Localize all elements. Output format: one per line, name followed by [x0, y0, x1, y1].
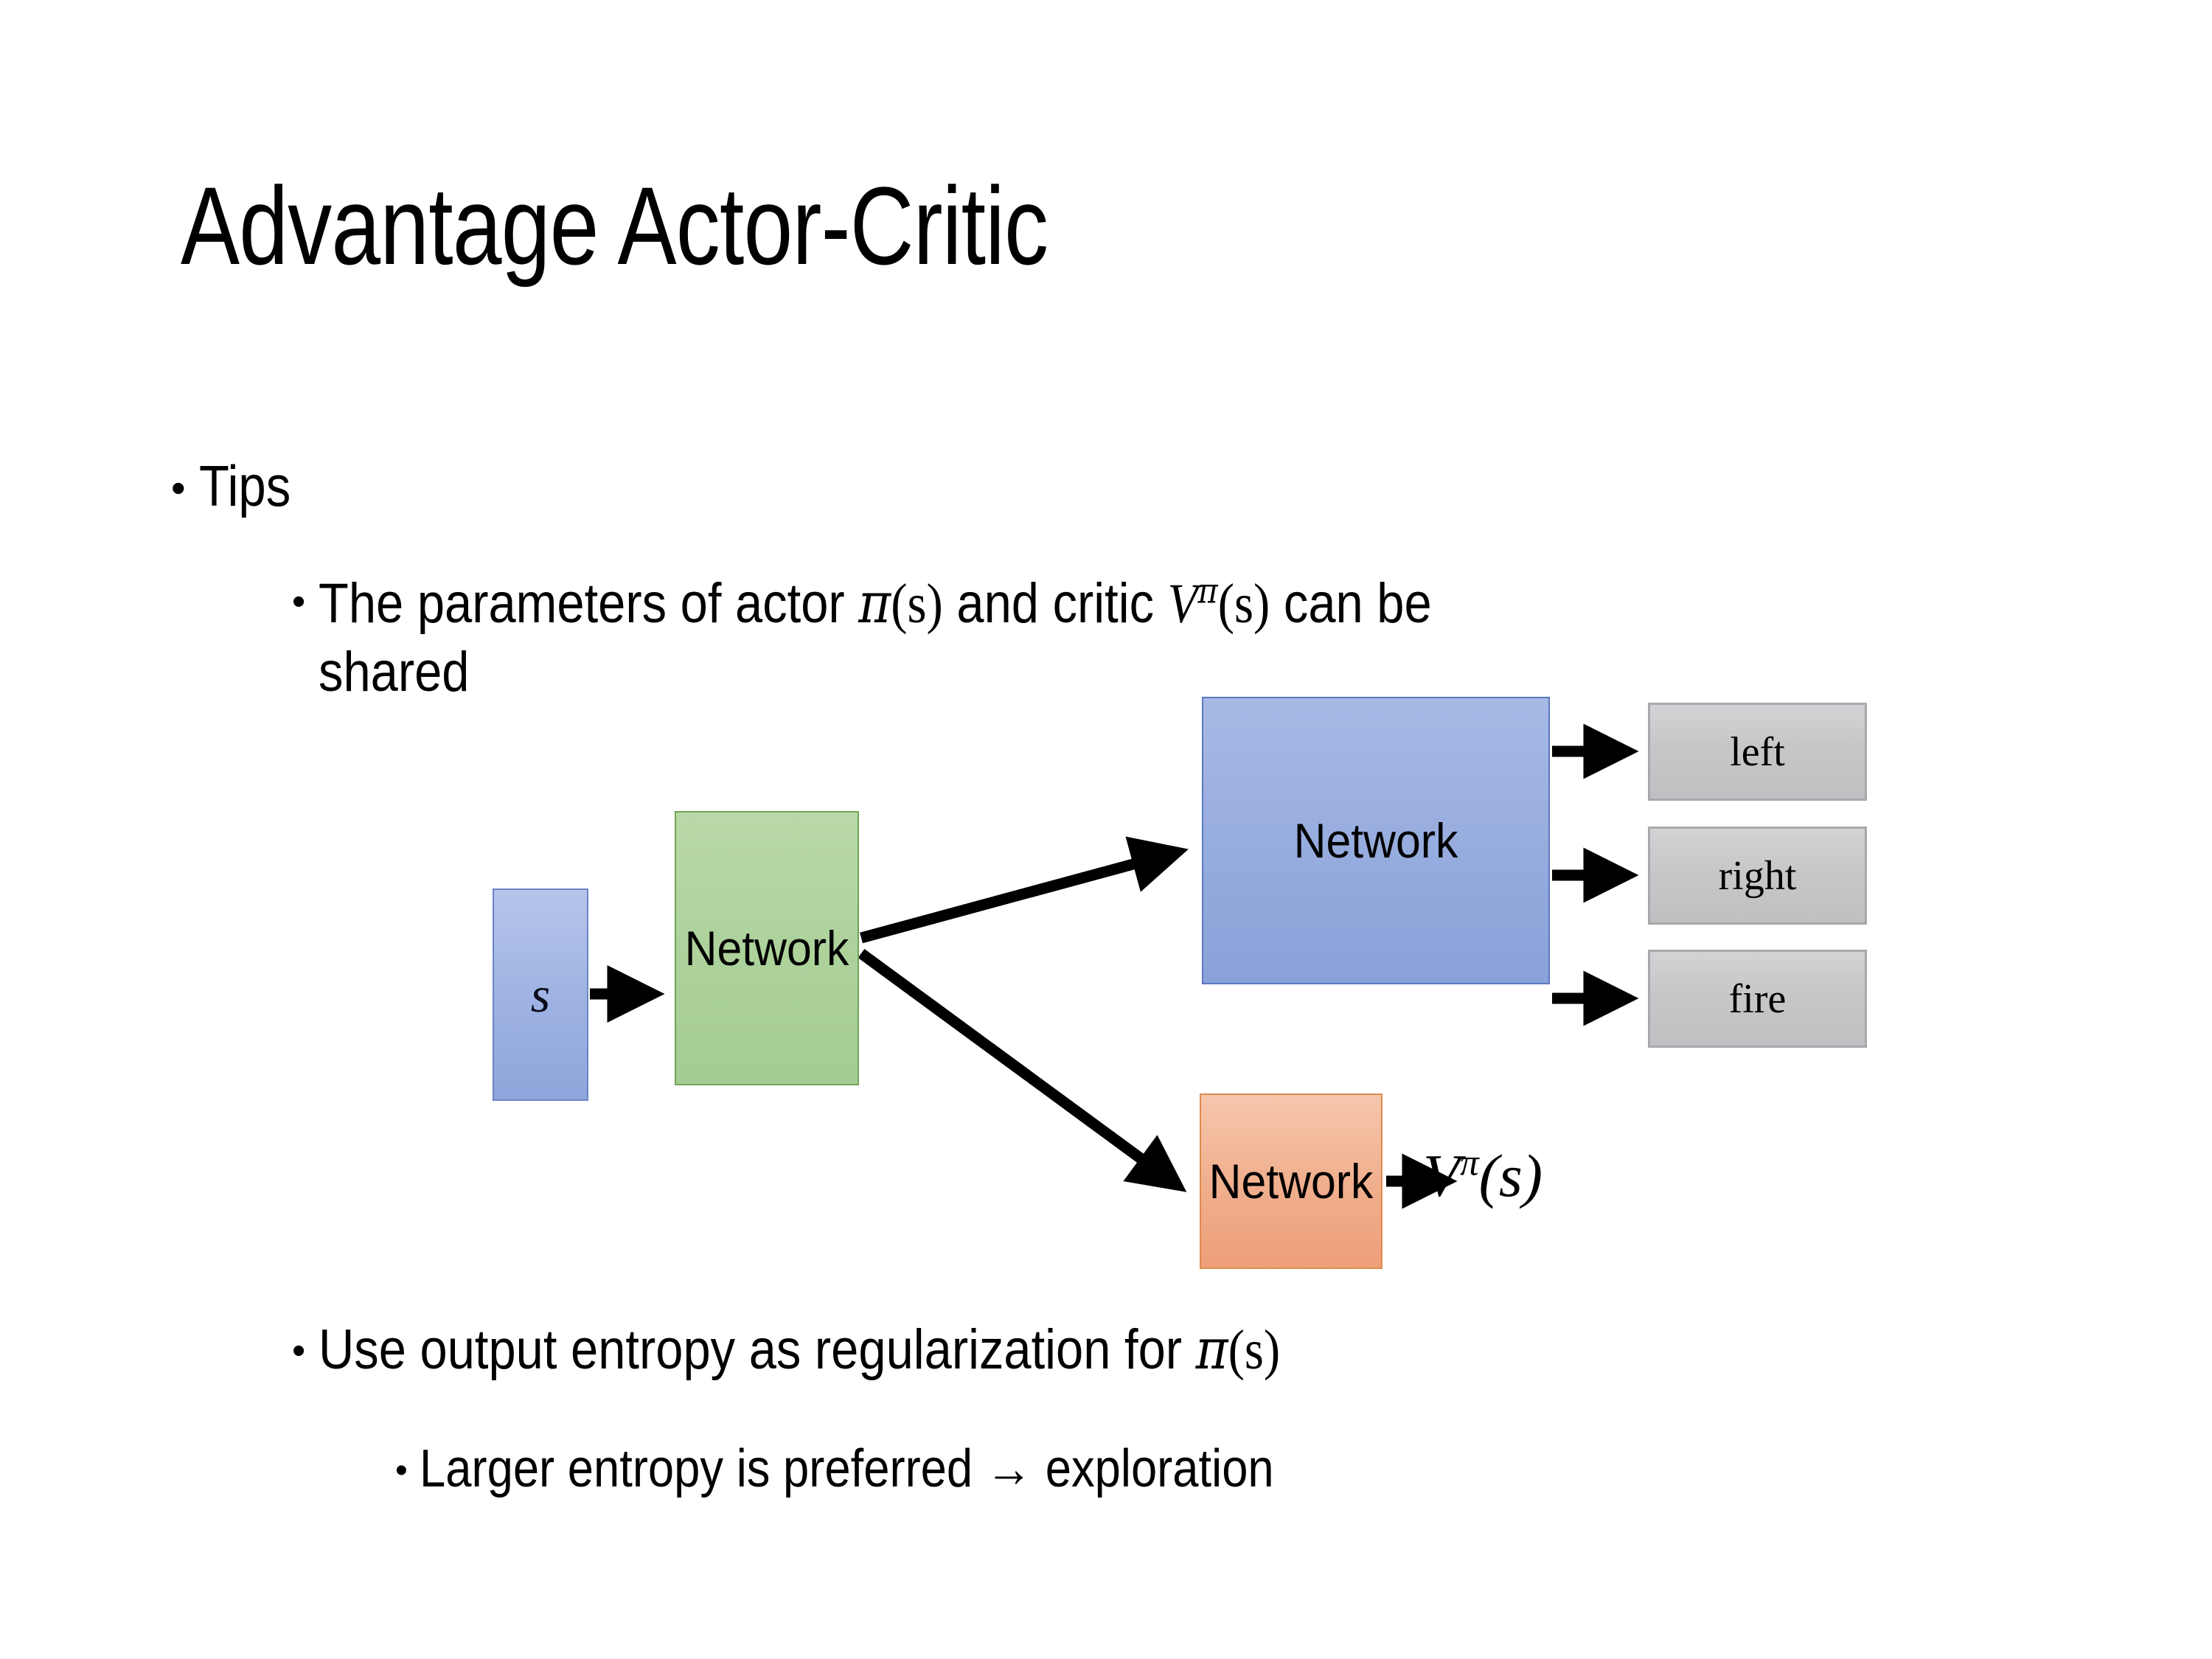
bullet-dot-icon: •: [171, 465, 186, 511]
critic-network-label: Network: [1208, 1154, 1374, 1208]
bullet-dot-icon: •: [292, 1329, 306, 1372]
bullet-larger-entropy-label: Larger entropy is preferred → exploratio…: [419, 1439, 1274, 1498]
actor-arg: (s): [1228, 1319, 1281, 1381]
bullet-shared-parameters-label: The parameters of actor π(s) and critic …: [319, 569, 1584, 706]
pi-superscript: π: [1460, 1141, 1479, 1183]
action-box-left[interactable]: left: [1648, 703, 1867, 801]
action-label-fire: fire: [1728, 975, 1787, 1022]
arrow-shared-to-critic: [858, 948, 1187, 1192]
actor-network-label: Network: [1293, 813, 1458, 868]
action-box-right[interactable]: right: [1648, 827, 1867, 925]
bullet-shared-parameters: • The parameters of actor π(s) and criti…: [292, 569, 1756, 706]
actor-policy-symbol: π(s): [1196, 1319, 1281, 1381]
params-prefix-text: The parameters of actor: [319, 572, 859, 635]
actor-arg: (s): [891, 573, 944, 635]
bullet-larger-entropy: • Larger entropy is preferred → explorat…: [395, 1441, 1390, 1498]
state-input-box[interactable]: s: [493, 888, 588, 1101]
action-box-fire[interactable]: fire: [1648, 950, 1867, 1048]
bullet-tips: • Tips: [171, 457, 305, 515]
critic-arg: (s): [1217, 573, 1270, 635]
critic-network-box[interactable]: Network: [1200, 1093, 1382, 1269]
v-glyph: V: [1423, 1142, 1461, 1209]
params-middle-text: and critic: [943, 572, 1168, 635]
params-tail-text: can be shared: [319, 572, 1432, 703]
bullet-entropy-label: Use output entropy as regularization for…: [319, 1320, 1280, 1380]
critic-value-output-label: Vπ(s): [1423, 1141, 1543, 1211]
entropy-prefix-text: Use output entropy as regularization for: [319, 1318, 1196, 1381]
actor-network-box[interactable]: Network: [1202, 697, 1550, 984]
bullet-dot-icon: •: [292, 580, 306, 623]
state-symbol-label: s: [530, 966, 551, 1023]
critic-arg: (s): [1478, 1142, 1543, 1209]
arrow-shared-to-actor: [860, 836, 1189, 944]
bullet-dot-icon: •: [395, 1451, 408, 1490]
pi-superscript: π: [1197, 571, 1218, 612]
v-glyph: V: [1167, 573, 1198, 635]
pi-glyph: π: [858, 570, 891, 636]
action-label-right: right: [1718, 852, 1797, 899]
bullet-tips-label: Tips: [198, 453, 291, 518]
action-label-left: left: [1730, 728, 1785, 775]
bullet-entropy-regularization: • Use output entropy as regularization f…: [292, 1320, 1411, 1380]
actor-policy-symbol: π(s): [858, 570, 944, 636]
page-title: Advantage Actor-Critic: [181, 164, 1048, 288]
shared-network-label: Network: [684, 921, 849, 975]
shared-network-box[interactable]: Network: [675, 811, 859, 1085]
pi-glyph: π: [1195, 1316, 1228, 1382]
critic-value-symbol: Vπ(s): [1168, 573, 1270, 635]
